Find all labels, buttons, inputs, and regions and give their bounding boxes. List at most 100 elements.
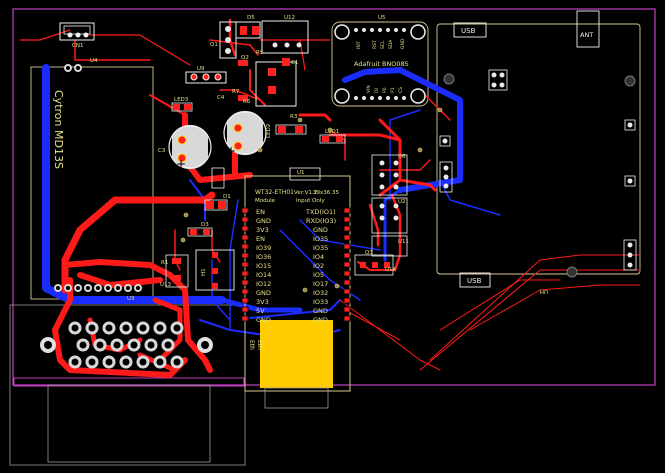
module-left-pin: GND (256, 217, 271, 225)
r5-label: R5 (256, 50, 264, 56)
imu-pin: P0 (382, 87, 388, 93)
module-right-pin: GND (313, 226, 328, 234)
u6-label: U6 (398, 154, 406, 160)
capacitor-c3: + (168, 124, 212, 171)
eth-module: WT32-ETH01 Module Ver:V1.2 39x36.35 Inpu… (244, 175, 351, 409)
module-bottom-label-2: Eth (256, 340, 263, 350)
h1-area: H1 R1 U13 U3 (127, 249, 235, 302)
imu-pin: CS (398, 87, 404, 93)
module-left-pin: IO14 (256, 271, 271, 279)
module-left-pin: GND (256, 316, 271, 324)
module-left-pin: 5V (256, 307, 265, 315)
led3-label: LED3 (174, 97, 189, 103)
svg-text:+: + (176, 157, 186, 171)
module-left-pin: IO12 (256, 280, 271, 288)
mcu-board-usb-bottom (459, 272, 491, 288)
module-right-pin: IO4 (313, 253, 324, 261)
connector-outline-inner (13, 377, 245, 387)
u11-label: U11 (398, 239, 409, 245)
usb-top-label: USB (461, 27, 476, 35)
imu-outline (331, 21, 429, 107)
connector-body (47, 384, 211, 463)
module-right-pin: RXD(IO3) (306, 217, 336, 225)
u3-label: U3 (127, 296, 135, 302)
c4-label: C4 (217, 95, 225, 101)
imu-pin: RST (372, 40, 378, 49)
module-right-pin: GND (313, 307, 328, 315)
r7-label: R7 (232, 89, 240, 95)
module-right-pin: IO2 (313, 262, 324, 270)
imu-pin: INT (356, 41, 362, 49)
module-left-pin: IO39 (256, 244, 271, 252)
ant-label: ANT (580, 31, 593, 39)
module-bottom-label-1: Eth (248, 340, 255, 350)
module-right-pin: IO32 (313, 289, 328, 297)
regulator-area: R5 C1 Q2 R7 R6 C4 (217, 50, 298, 107)
module-right-pin: IO35 (313, 235, 328, 243)
imu-pin: P1 (390, 87, 396, 93)
module-left-pin: GND (256, 289, 271, 297)
imu-brand: Adafruit BNO085 (354, 60, 409, 68)
led2-label: LED2 (266, 124, 272, 138)
module-size: 39x36.35 (313, 190, 339, 196)
imu-pads: U5 INT RST SCL SDA GND VIN DI P0 P1 CS (334, 15, 426, 104)
module-left-pin: IO36 (256, 253, 271, 261)
u5-label: U5 (378, 15, 386, 21)
r3-label: R3 (290, 114, 298, 120)
q3-label: Q3 (365, 250, 373, 256)
u1-label: U1 (297, 170, 305, 176)
led-area: LED2 R3 LED1 (266, 114, 346, 144)
q2-label: Q2 (241, 55, 249, 61)
svg-text:+: + (226, 144, 236, 158)
right-ics: U6 U2 U11 U14 Q3 (354, 154, 409, 276)
cn1-label: CN1 (72, 43, 83, 49)
led3: LED3 (171, 97, 193, 112)
imu-pin: VIN (366, 85, 372, 93)
driver-pads (54, 64, 142, 292)
q1-label: Q1 (210, 42, 218, 48)
module-version: Ver:V1.2 (294, 190, 317, 196)
cn1-connector: CN1 (59, 22, 95, 49)
module-right-pin: IO17 (313, 280, 328, 288)
imu-pin: GND (400, 38, 406, 49)
u12-label: U12 (284, 15, 295, 21)
module-left-pin: EN (256, 235, 265, 243)
capacitor-c2: + (223, 110, 267, 158)
imu-pin: SDA (388, 39, 394, 49)
module-right-pin: IO5 (313, 271, 324, 279)
d1-label: D1 (223, 194, 231, 200)
r1-label: R1 (161, 260, 168, 266)
module-subtitle: Module (255, 198, 276, 204)
module-left-pins: EN GND 3V3 EN IO39 IO36 IO15 IO14 IO12 G… (256, 208, 271, 324)
db-connector (40, 321, 213, 369)
h1-label: H1 (201, 268, 207, 276)
u4-label: U4 (90, 58, 98, 64)
u1-d1-area: U1 D1 D3 (187, 167, 321, 237)
u12: U12 (261, 15, 309, 54)
u14-label: U14 (385, 267, 397, 273)
module-right-pins: TXD(IO1) RXD(IO3) GND IO35 IO35 IO4 IO2 … (305, 208, 336, 324)
led1-label: LED1 (325, 129, 339, 135)
u9-label: U9 (197, 66, 205, 72)
module-right-pin: IO35 (313, 244, 328, 252)
d3-label: D3 (201, 222, 209, 228)
module-right-pin: IO33 (313, 298, 328, 306)
module-left-pin: 3V3 (256, 226, 269, 234)
mcu-board-outline (436, 23, 641, 275)
module-pin-header: Input Only (296, 198, 325, 204)
usb-bottom-label: USB (467, 277, 482, 285)
module-title: WT32-ETH01 (255, 189, 294, 196)
c1-label: C1 (291, 60, 298, 66)
module-right-pin: GND (313, 316, 328, 324)
vias (180, 107, 443, 293)
mcu-board-pads: UH (439, 69, 637, 294)
imu-pin: SCL (380, 40, 386, 49)
u13-label: U13 (160, 282, 172, 288)
module-pads (241, 207, 351, 322)
u9-header: U9 (185, 66, 227, 84)
module-left-pin: 3V3 (256, 298, 269, 306)
r6-label: R6 (243, 99, 251, 105)
module-right-pin: TXD(IO1) (305, 208, 336, 216)
d5-label: D5 (247, 15, 255, 21)
